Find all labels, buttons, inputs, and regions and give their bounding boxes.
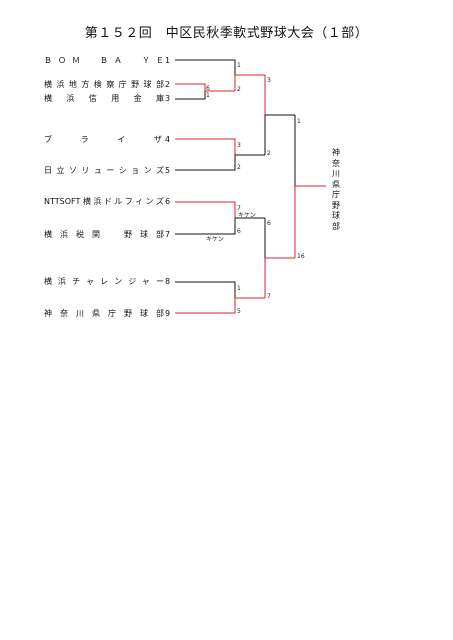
line-team-2	[175, 83, 206, 91]
team-seed-5: 5	[165, 166, 171, 175]
line-team-8	[175, 281, 236, 298]
score-r2b-bot: 2	[237, 164, 241, 171]
team-seed-9: 9	[165, 309, 171, 318]
score-sf1-bot: 2	[267, 150, 271, 157]
team-name-7: 横浜税関 野球部	[44, 230, 164, 239]
team-seed-2: 2	[165, 80, 171, 89]
team-name-5: 日立ソリューションズ	[44, 166, 164, 175]
score-r1-top: 6	[206, 85, 210, 92]
line-team-3	[175, 91, 206, 100]
line-team-1	[175, 59, 236, 75]
team-seed-7: 7	[165, 230, 171, 239]
page-title: 第１５２回 中区民秋季軟式野球大会（１部）	[84, 26, 369, 41]
score-final-top: 1	[297, 118, 301, 125]
score-r2c-bot: 6	[237, 228, 241, 235]
champion-name: 神奈川県庁野球部	[332, 148, 340, 231]
line-team-9	[175, 298, 236, 314]
score-sf2-bot: 7	[267, 293, 271, 300]
line-team-4	[175, 138, 236, 155]
score-r2c-top: 7	[237, 205, 241, 212]
team-name-6: NTTSOFT横浜ドルフィンズ	[44, 197, 164, 206]
team-name-2: 横浜地方検察庁野球部	[44, 80, 164, 89]
score-r1-bot: 1	[206, 92, 210, 99]
team-name-3: 横浜信用金庫	[44, 94, 164, 103]
team-seed-1: 1	[165, 56, 171, 65]
team-seed-6: 6	[165, 197, 171, 206]
score-r2d-top: 1	[237, 285, 241, 292]
score-sf1-top: 3	[267, 77, 271, 84]
forfeit-note-bottom: キケン	[206, 236, 224, 243]
score-r2d-bot: 5	[237, 308, 241, 315]
team-name-4: ブライザ	[44, 135, 162, 144]
team-seed-3: 3	[165, 94, 171, 103]
line-team-5	[175, 155, 236, 171]
line-team-7	[175, 218, 236, 235]
score-final-bot: 16	[297, 253, 305, 260]
score-r2b-top: 3	[237, 142, 241, 149]
team-name-1: ＢＯＭ ＢＡ ＹＥ	[44, 56, 164, 65]
score-sf2-top: 6	[267, 220, 271, 227]
team-seed-8: 8	[165, 277, 171, 286]
team-seed-4: 4	[165, 135, 171, 144]
team-name-8: 横浜チャレンジャー	[44, 277, 164, 286]
forfeit-note-top: キケン	[238, 212, 256, 219]
team-name-9: 神奈川県庁野球部	[44, 309, 164, 318]
score-r2a-bot: 2	[237, 86, 241, 93]
score-r2a-top: 1	[237, 62, 241, 69]
line-team-6	[175, 201, 236, 218]
